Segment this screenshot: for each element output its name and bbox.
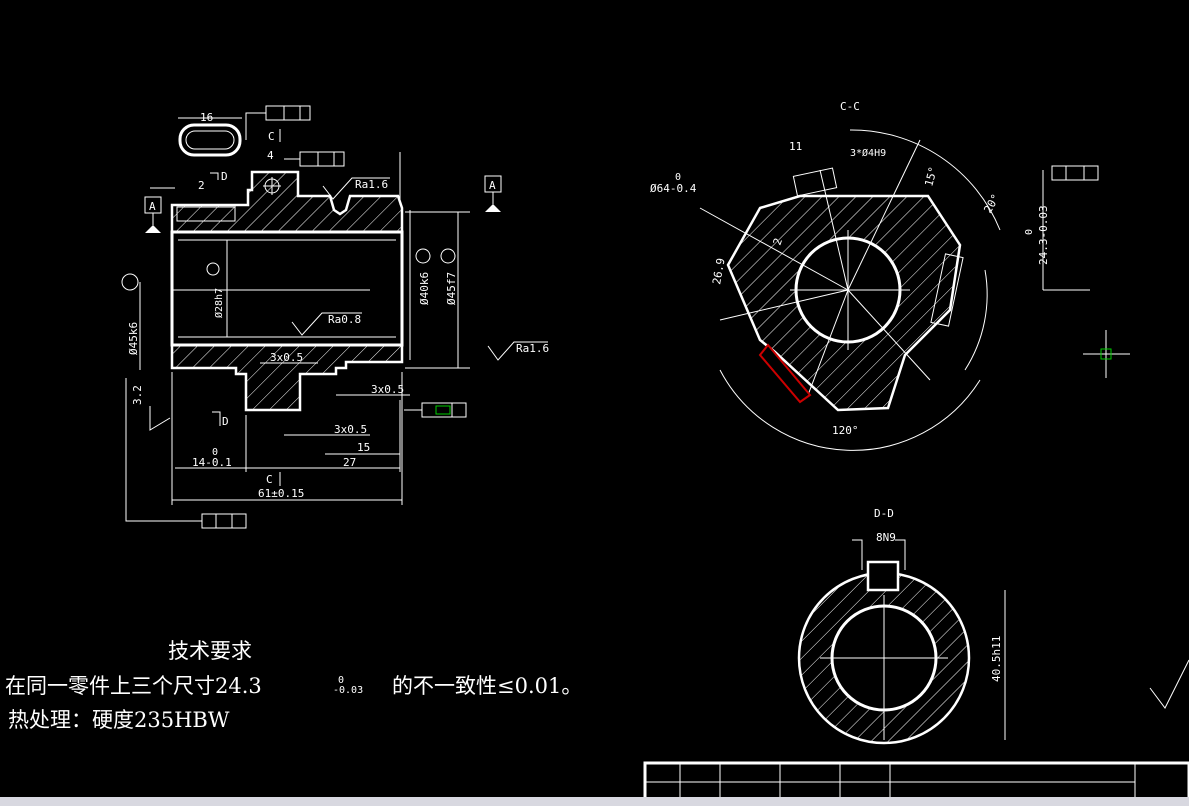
- cc-dim-26-9: 26.9: [710, 257, 727, 285]
- dim-d45f7: Ø45f7: [445, 272, 458, 305]
- left-section-view: 16 C 4 2 D A A: [121, 105, 549, 529]
- tolerance-frame-right: [404, 402, 467, 418]
- dim-4: 4: [267, 149, 274, 162]
- notes-line1-tol-top: 0: [338, 675, 344, 686]
- cc-angle-120: 120°: [832, 424, 859, 437]
- technical-requirements: 技术要求 在同一零件上三个尺寸24.3 0 -0.03 的不一致性≤0.01。 …: [5, 639, 582, 732]
- dd-section-view: D-D 8N9 40.5h11: [797, 507, 1006, 745]
- tolerance-frame-mid: [284, 151, 345, 167]
- dim-14-upper: 0: [212, 447, 218, 458]
- chamfer-3: 3x0.5: [334, 423, 367, 436]
- dd-diameter: 40.5h11: [990, 636, 1003, 682]
- cc-dim-64-upper: 0: [675, 172, 681, 183]
- status-bar: [0, 797, 1189, 806]
- crosshair-cursor-icon: [1083, 330, 1130, 378]
- datum-a-right: A: [489, 179, 496, 192]
- cc-dim-24-3-upper: 0: [1024, 229, 1035, 235]
- cc-dim-64: Ø64-0.4: [650, 182, 697, 195]
- notes-line1-prefix: 在同一零件上三个尺寸24.3: [5, 674, 262, 698]
- section-mark-d-top: D: [221, 170, 228, 183]
- notes-line1-tol-bottom: -0.03: [333, 685, 363, 696]
- notes-line1-suffix: 的不一致性≤0.01。: [392, 674, 582, 698]
- dim-27: 27: [343, 456, 356, 469]
- key-slot-top-view: [178, 123, 242, 157]
- notes-line2: 热处理：硬度235HBW: [8, 708, 230, 732]
- dim-d45k6: Ø45k6: [127, 322, 140, 355]
- section-mark-c-bottom: C: [266, 473, 273, 486]
- dim-14: 14-0.1: [192, 456, 232, 469]
- dim-2: 2: [198, 179, 205, 192]
- dim-61: 61±0.15: [258, 487, 304, 500]
- dim-d40k6: Ø40k6: [418, 272, 431, 305]
- roughness-ra08: Ra0.8: [328, 313, 361, 326]
- cc-dim-11: 11: [789, 140, 802, 153]
- cc-dim-2: 2: [771, 236, 785, 247]
- cc-angle-20: 20°: [981, 192, 1002, 216]
- section-mark-d-bottom: D: [222, 415, 229, 428]
- dim-16: 16: [200, 111, 213, 124]
- dim-15: 15: [357, 441, 370, 454]
- cc-title: C-C: [840, 100, 860, 113]
- cc-dim-24-3: 24.3-0.03: [1037, 205, 1050, 265]
- cc-holes-note: 3*Ø4H9: [850, 147, 886, 159]
- shaft-lower-section: [170, 343, 404, 412]
- tolerance-frame-bottom: [125, 378, 247, 529]
- dd-keyway: [866, 560, 900, 592]
- datum-a-left: A: [149, 200, 156, 213]
- chamfer-2: 3x0.5: [371, 383, 404, 396]
- chamfer-1: 3x0.5: [270, 351, 303, 364]
- tolerance-frame-top: [245, 105, 311, 140]
- section-mark-c-top: C: [268, 130, 275, 143]
- dd-keyway-label: 8N9: [876, 531, 896, 544]
- roughness-ra16-right: Ra1.6: [516, 342, 549, 355]
- cc-section-view: C-C 11 3*Ø4H9 0 Ø64-0.4 15° 20° 26.9 2 1…: [650, 100, 1099, 451]
- roughness-ra16-top: Ra1.6: [355, 178, 388, 191]
- shaft-upper-section: [170, 170, 404, 234]
- dim-3-2: 3.2: [131, 385, 144, 405]
- cc-angle-15: 15°: [922, 165, 940, 188]
- notes-heading: 技术要求: [168, 639, 252, 663]
- dim-d28h7: Ø28h7: [213, 288, 225, 318]
- dd-title: D-D: [874, 507, 894, 520]
